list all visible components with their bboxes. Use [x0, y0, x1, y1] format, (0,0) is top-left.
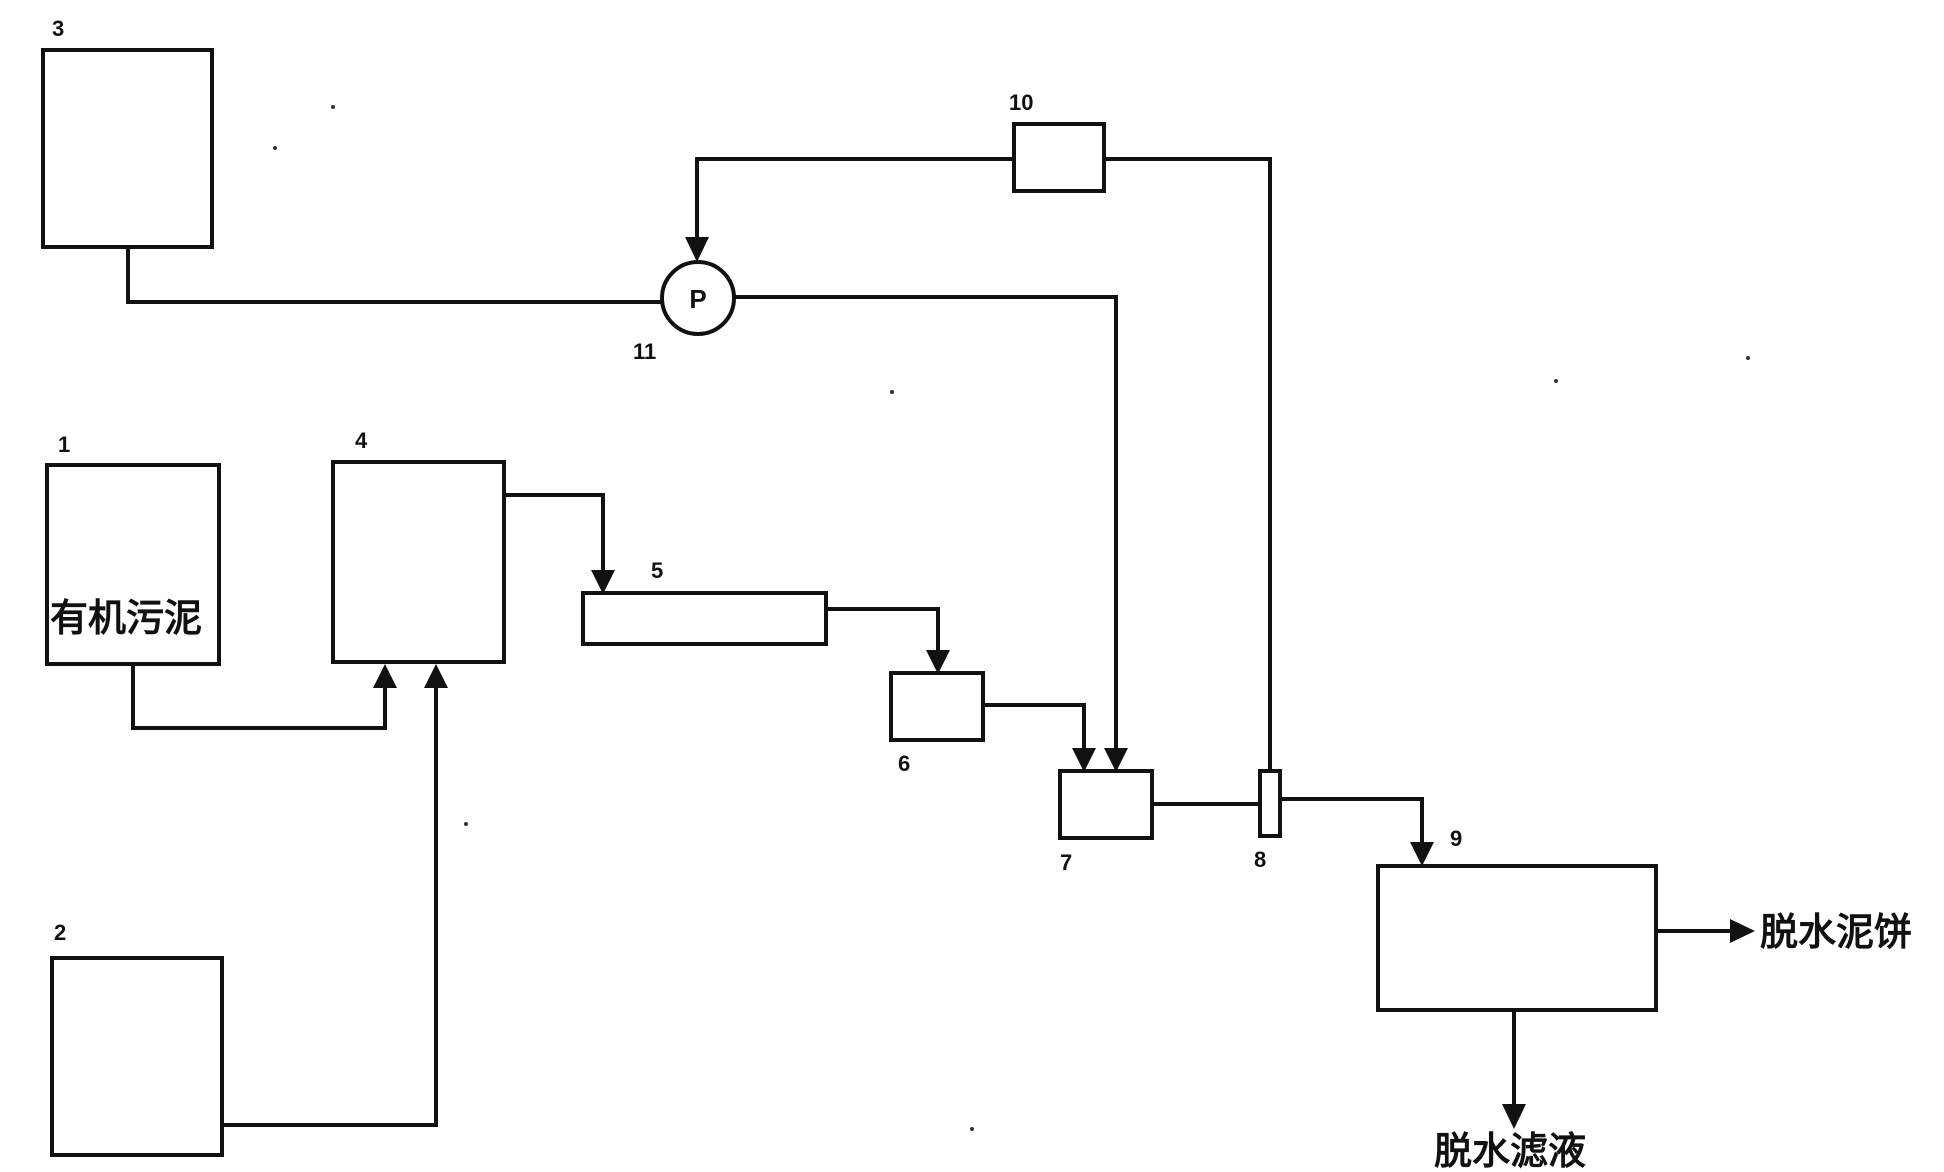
- organic-sludge-label: 有机污泥: [50, 596, 202, 640]
- label-unit-3: 3: [52, 16, 64, 41]
- arrowhead-into-4-from-2: [424, 664, 448, 688]
- unit-10-box: [1012, 122, 1106, 193]
- scan-speck: [464, 822, 468, 826]
- line-4-to-5: [504, 493, 605, 574]
- pump-letter: P: [689, 284, 706, 314]
- unit-7-box: [1058, 769, 1154, 840]
- label-unit-6: 6: [898, 751, 910, 776]
- unit-1-box: [45, 463, 221, 666]
- dewatered-cake-label: 脱水泥饼: [1760, 910, 1912, 954]
- label-unit-10: 10: [1009, 90, 1033, 115]
- scan-speck: [1554, 379, 1558, 383]
- dewatered-filtrate-label: 脱水滤液: [1434, 1129, 1586, 1172]
- arrowhead-into-7-from-pump: [1104, 748, 1128, 772]
- unit-8-box: [1258, 769, 1282, 838]
- line-5-to-6: [826, 607, 940, 654]
- unit-9-box: [1376, 864, 1658, 1012]
- label-unit-2: 2: [54, 920, 66, 945]
- arrowhead-into-6: [926, 650, 950, 674]
- unit-3-box: [41, 48, 214, 249]
- unit-6-box: [889, 671, 985, 742]
- scan-speck: [1746, 356, 1750, 360]
- label-unit-9: 9: [1450, 826, 1462, 851]
- unit-2-box: [50, 956, 224, 1157]
- unit-5-box: [581, 591, 828, 646]
- label-unit-7: 7: [1060, 850, 1072, 875]
- arrowhead-into-4-from-1: [373, 664, 397, 688]
- line-10-to-pump: [695, 157, 1014, 240]
- arrowhead-into-7-from-6: [1072, 748, 1096, 772]
- arrowhead-into-5: [591, 570, 615, 594]
- arrowhead-to-filtrate: [1502, 1104, 1526, 1129]
- line-6-to-7: [983, 703, 1086, 754]
- label-unit-4: 4: [355, 428, 368, 453]
- line-1-to-4: [131, 664, 387, 730]
- line-8-to-10: [1104, 157, 1272, 771]
- scan-speck: [273, 146, 277, 150]
- label-unit-11: 11: [633, 339, 656, 364]
- scan-speck: [970, 1127, 974, 1131]
- arrowhead-into-pump: [685, 237, 709, 262]
- arrowhead-to-cake: [1730, 919, 1755, 943]
- label-unit-1: 1: [58, 432, 70, 457]
- line-3-to-pump: [126, 247, 662, 304]
- unit-4-box: [331, 460, 506, 664]
- line-pump-to-7: [734, 295, 1118, 754]
- arrowhead-into-9: [1410, 842, 1434, 866]
- line-8-to-9: [1280, 797, 1424, 848]
- label-unit-5: 5: [651, 558, 663, 583]
- scan-speck: [331, 105, 335, 109]
- scan-speck: [890, 390, 894, 394]
- label-unit-8: 8: [1254, 847, 1266, 872]
- line-2-to-4: [222, 684, 438, 1127]
